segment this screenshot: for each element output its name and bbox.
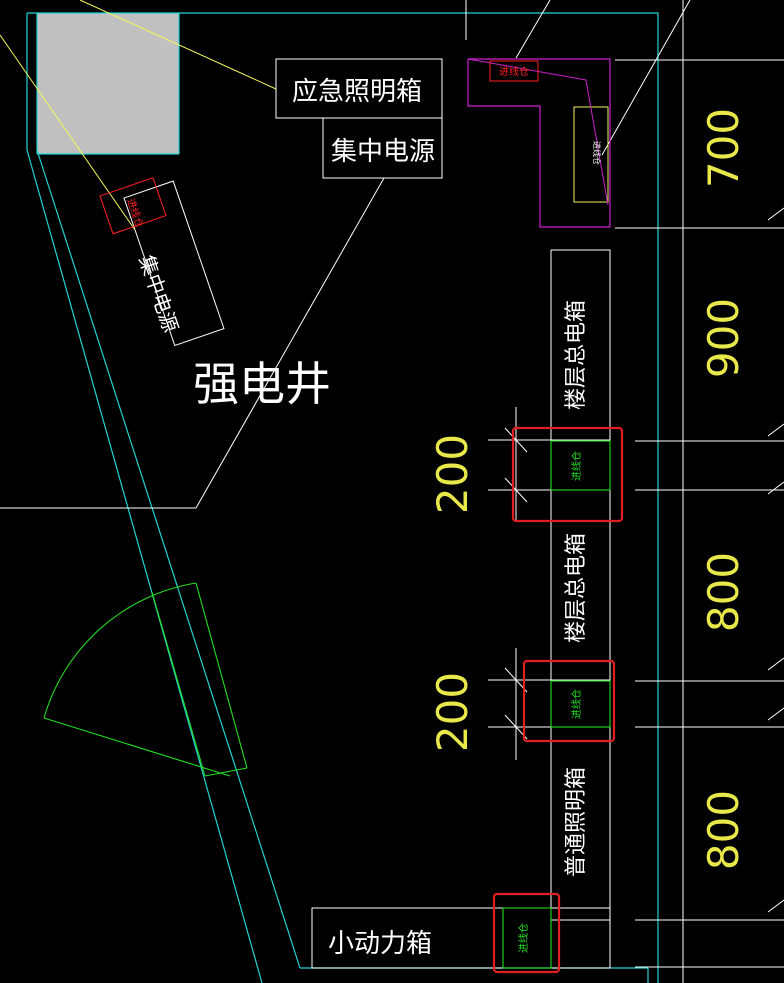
cable-tray-label-3: 进线仓	[517, 923, 530, 953]
tick-r3	[767, 481, 784, 495]
red-tag-side	[99, 177, 167, 235]
highlight-boxes	[492, 426, 624, 974]
dimension-left-1: 200	[428, 434, 477, 514]
dim-tick-1b	[504, 477, 528, 503]
normal-lighting-box-label: 普通照明箱	[564, 767, 589, 877]
door-jamb-2	[195, 582, 248, 769]
diagonal-divider	[195, 177, 385, 509]
green-linework	[43, 440, 611, 969]
red-tag-top-label: 进线仓	[499, 65, 529, 78]
cable-tray-green-3	[502, 907, 552, 969]
tick-r5	[767, 707, 784, 721]
small-power-box-outline	[311, 907, 611, 969]
wall-top-right	[27, 12, 659, 983]
tick-r2	[767, 423, 784, 437]
red-tag-top	[489, 60, 539, 82]
floor-meter-box-label-2: 楼层总电箱	[564, 533, 589, 643]
magenta-leader-b	[585, 79, 609, 206]
magenta-box-label: 进线仓	[592, 141, 602, 165]
floor-meter-box-label-1: 楼层总电箱	[564, 300, 589, 410]
cable-tray-green-2	[550, 680, 611, 728]
central-power-side-box	[123, 180, 225, 347]
tick-r4	[767, 657, 784, 671]
dimension-right-4: 800	[699, 790, 748, 870]
yellow-leader-1	[79, 0, 277, 90]
magenta-leader-a	[467, 58, 587, 81]
dimension-left-2: 200	[428, 672, 477, 752]
door-jamb-1	[151, 591, 206, 777]
wall-diagonal-outer	[26, 149, 263, 983]
leader-top-tag	[515, 0, 551, 59]
tick-r1	[767, 207, 784, 221]
door-sill	[204, 767, 248, 777]
cable-tray-green-1	[550, 440, 611, 491]
room-name-label: 强电井	[193, 357, 331, 411]
door-leaf	[43, 717, 231, 777]
highlight-box-1	[511, 426, 624, 523]
dimension-right-2: 900	[699, 298, 748, 378]
red-tag-side-rect	[99, 177, 167, 235]
emergency-lighting-box-label: 应急照明箱	[292, 77, 422, 107]
dim-tick-1a	[504, 427, 528, 453]
highlight-box-2	[522, 659, 616, 743]
tick-r6	[767, 899, 784, 913]
central-power-top-label: 集中电源	[331, 137, 435, 167]
cable-tray-label-1: 进线仓	[570, 451, 583, 481]
magenta-l-box	[467, 58, 611, 228]
cable-tray-label-2: 进线仓	[570, 689, 583, 719]
wall-diagonal-inner	[36, 149, 301, 969]
central-power-box-outline	[322, 117, 443, 179]
leader-magenta	[601, 0, 691, 156]
door-swing-arc	[43, 582, 197, 719]
small-power-box-label: 小动力箱	[328, 929, 432, 959]
gray-column-block	[37, 13, 179, 154]
dimension-right-1: 700	[699, 108, 748, 188]
central-power-side-outline	[123, 180, 225, 347]
dimension-right-3: 800	[699, 552, 748, 632]
highlight-box-3	[492, 892, 561, 974]
yellow-leader-2	[0, 34, 136, 231]
